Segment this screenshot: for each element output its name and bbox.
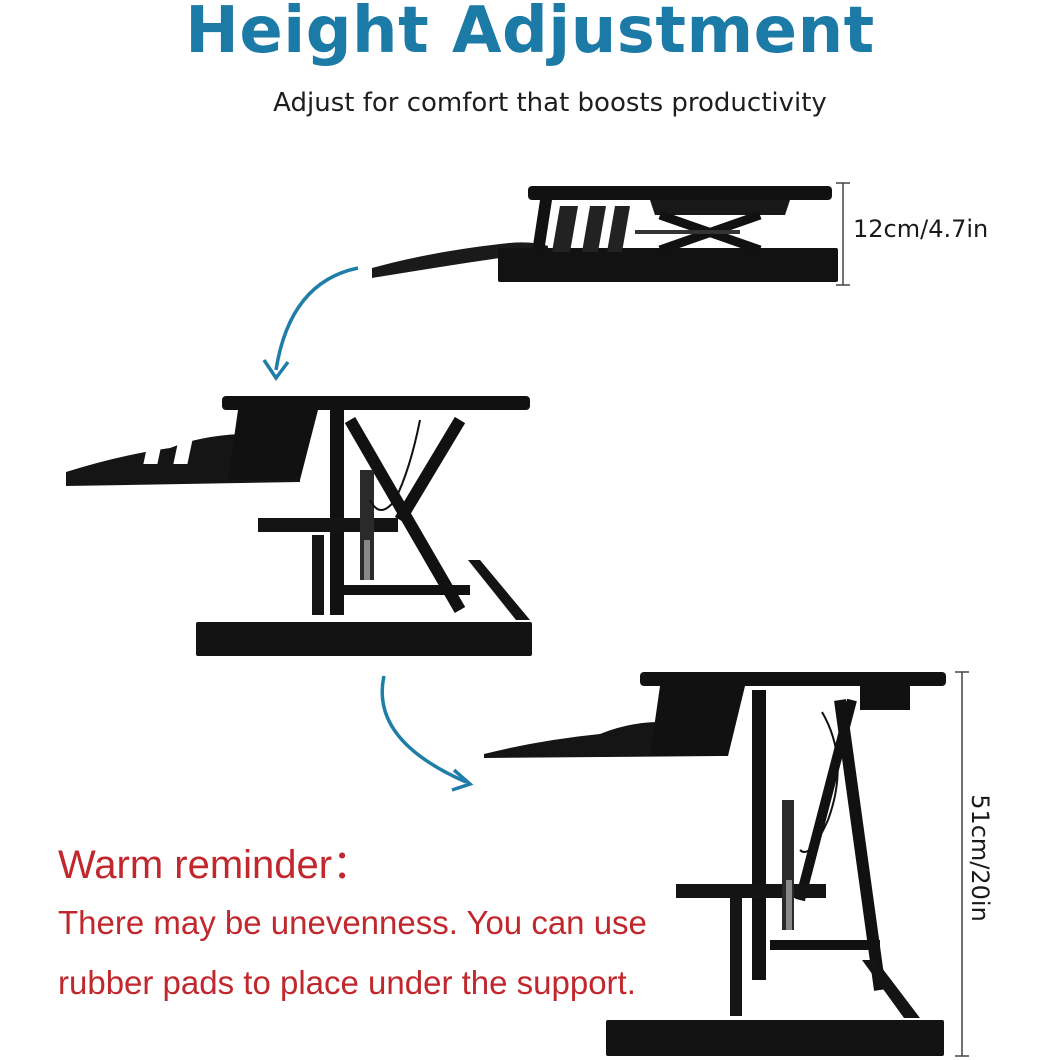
reminder-line-1: There may be unevenness. You can use bbox=[58, 904, 647, 941]
desk-raised bbox=[484, 672, 946, 1056]
page-subtitle: Adjust for comfort that boosts productiv… bbox=[273, 88, 827, 118]
reminder-line-2: rubber pads to place under the support. bbox=[58, 964, 636, 1001]
height-label-raised: 51cm/20in bbox=[966, 794, 994, 922]
height-label-lowered: 12cm/4.7in bbox=[853, 215, 989, 243]
page-title: Height Adjustment bbox=[185, 0, 875, 68]
desk-lowered bbox=[372, 186, 838, 282]
reminder-title: Warm reminder： bbox=[58, 843, 373, 887]
curved-arrow-icon bbox=[262, 266, 359, 382]
desk-middle bbox=[66, 396, 532, 656]
curved-arrow-icon bbox=[380, 675, 474, 792]
dimension-line-lowered bbox=[836, 182, 850, 286]
dimension-line-raised bbox=[955, 671, 969, 1057]
